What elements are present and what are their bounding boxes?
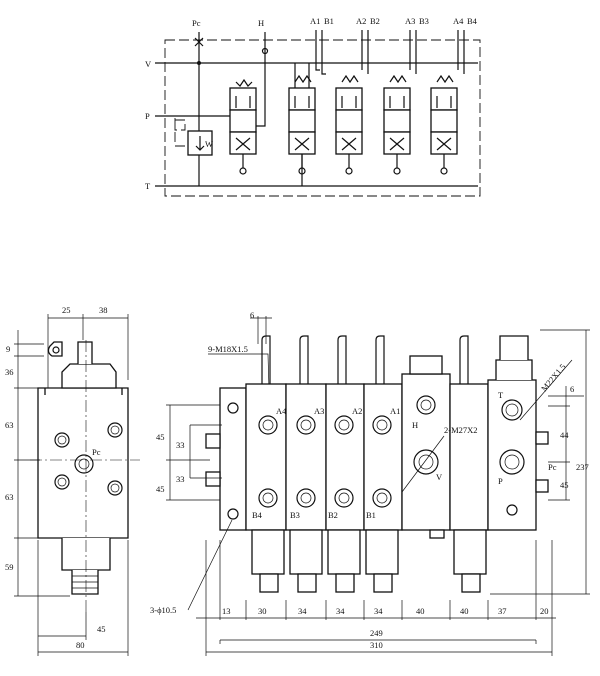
side-dim-63a: 63 [5, 420, 14, 430]
label-b3: B3 [290, 510, 300, 520]
label-b2: B2 [328, 510, 338, 520]
hole-note: 3-ϕ10.5 [150, 605, 176, 615]
front-dim-33b: 33 [176, 474, 185, 484]
work-section-1 [363, 383, 403, 593]
side-dim-38: 38 [99, 305, 108, 315]
inlet-section [401, 355, 451, 539]
end-plate-left [219, 387, 247, 531]
bottom-dim-34a: 34 [298, 606, 307, 616]
port-label-v: V [145, 59, 152, 69]
front-dim-45a: 45 [156, 432, 165, 442]
side-lever-eye [47, 341, 63, 357]
port-label-b2: B2 [370, 16, 380, 26]
thread-note-m27: 2-M27X2 [444, 425, 478, 435]
hydraulic-schematic: Pc H A1 B1 A2 B2 A3 B3 A4 B4 V P T W [145, 16, 481, 197]
spool-section-inlet [229, 78, 257, 175]
label-p: P [498, 476, 503, 486]
spool-section-3 [383, 30, 417, 175]
spool-section-4 [430, 30, 465, 175]
total-dim-249: 249 [370, 628, 383, 638]
port-label-a2: A2 [356, 16, 366, 26]
total-dim-310: 310 [370, 640, 383, 650]
front-dim-6-top: 6 [250, 310, 254, 320]
bottom-dim-37: 37 [498, 606, 507, 616]
port-label-a1: A1 [310, 16, 320, 26]
h-port-dot [261, 47, 269, 55]
label-pc: Pc [548, 462, 557, 472]
label-b1: B1 [366, 510, 376, 520]
line-h [256, 32, 266, 127]
thread-note-m22: M22X1.5 [539, 362, 568, 394]
label-a4: A4 [276, 406, 287, 416]
side-port-pc: Pc [92, 447, 101, 457]
spool-section-1 [288, 30, 326, 186]
bottom-dim-40b: 40 [460, 606, 469, 616]
front-dim-33a: 33 [176, 440, 185, 450]
bottom-dim-34b: 34 [336, 606, 345, 616]
relief-pilot [174, 118, 190, 147]
side-cap [61, 363, 117, 389]
front-dim-45-right: 45 [560, 480, 569, 490]
port-label-a3: A3 [405, 16, 415, 26]
side-dim-25: 25 [62, 305, 71, 315]
bolt-left-top [205, 433, 221, 449]
front-dim-237: 237 [576, 462, 589, 472]
front-view: 6 9-M18X1.5 [150, 310, 590, 656]
side-dim-45: 45 [97, 624, 106, 634]
outlet-section [487, 335, 549, 531]
label-b4: B4 [252, 510, 263, 520]
side-body [37, 387, 129, 539]
label-v: V [436, 472, 443, 482]
port-label-p: P [145, 111, 150, 121]
front-dim-44: 44 [560, 430, 569, 440]
bottom-dim-30: 30 [258, 606, 267, 616]
bolt-left-bottom [205, 471, 221, 487]
relief-section [449, 383, 489, 593]
thread-note-m18: 9-M18X1.5 [208, 344, 248, 354]
work-section-4 [245, 383, 287, 593]
side-view: 25 38 Pc 9 36 63 63 59 45 [5, 305, 140, 656]
bottom-dim-34c: 34 [374, 606, 383, 616]
bottom-dim-13: 13 [222, 606, 231, 616]
port-label-b3: B3 [419, 16, 429, 26]
bottom-dim-40a: 40 [416, 606, 425, 616]
label-a2: A2 [352, 406, 362, 416]
port-label-b4: B4 [467, 16, 478, 26]
front-dim-45b: 45 [156, 484, 165, 494]
spool-levers [261, 335, 469, 384]
side-dim-59: 59 [5, 562, 14, 572]
side-ports [54, 422, 123, 496]
relief-arrow [195, 136, 205, 151]
work-section-2 [325, 383, 365, 593]
side-dim-80: 80 [76, 640, 85, 650]
valve-boundary [164, 39, 481, 197]
label-a1: A1 [390, 406, 400, 416]
port-label-a4: A4 [453, 16, 464, 26]
plug-cross [194, 37, 204, 47]
side-dim-36: 36 [5, 367, 14, 377]
side-lever-stub [77, 341, 93, 364]
junction-dot [197, 61, 201, 65]
port-label-pc: Pc [192, 18, 201, 28]
label-h: H [412, 420, 418, 430]
relief-spring-label: W [205, 139, 213, 149]
bottom-dim-20: 20 [540, 606, 549, 616]
label-a3: A3 [314, 406, 324, 416]
port-label-t: T [145, 181, 151, 191]
label-t: T [498, 390, 504, 400]
side-dim-63b: 63 [5, 492, 14, 502]
port-label-h: H [258, 18, 264, 28]
front-dim-6-right: 6 [570, 384, 574, 394]
side-dim-9: 9 [6, 344, 10, 354]
port-label-b1: B1 [324, 16, 334, 26]
spool-section-2 [335, 30, 369, 175]
